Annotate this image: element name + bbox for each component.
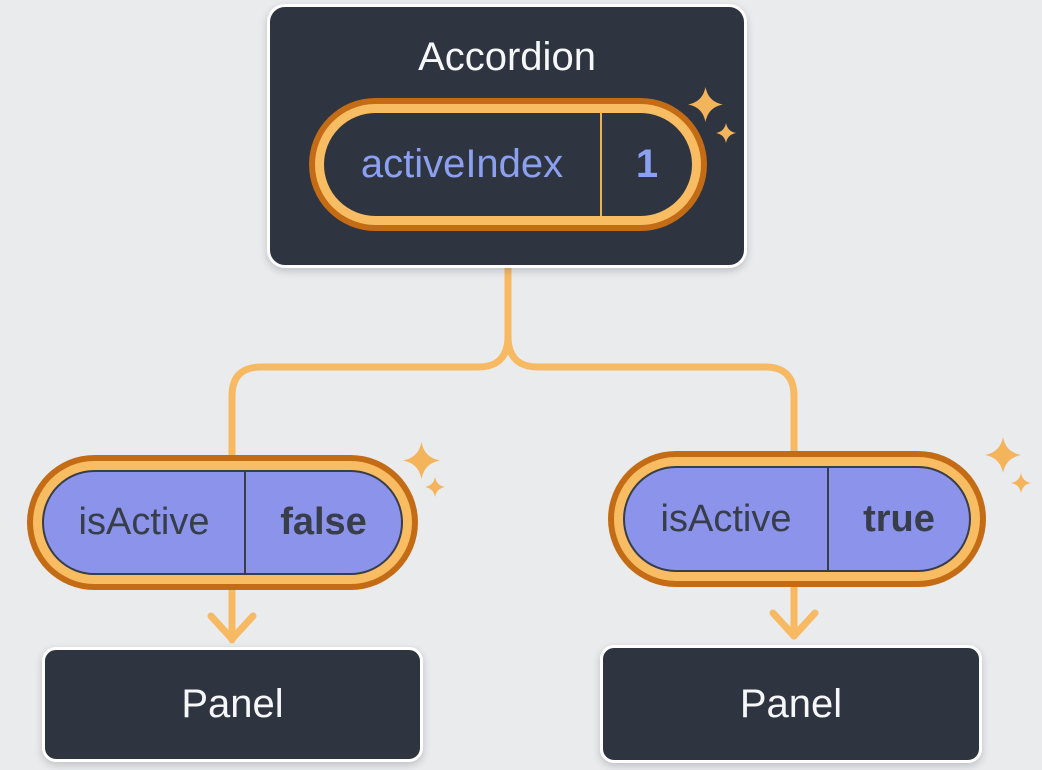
prop-pill-isactive-left: isActive false — [42, 470, 403, 575]
arrowhead-right-icon — [769, 609, 819, 640]
state-value: 1 — [635, 142, 659, 186]
sparkle-icon — [716, 123, 736, 143]
accordion-card-title: Accordion — [418, 35, 596, 79]
sparkle-icon — [985, 437, 1021, 473]
connector-left-branch — [228, 264, 512, 644]
prop-pill-divider — [827, 468, 829, 570]
state-label: activeIndex — [360, 142, 564, 186]
connector-right-branch — [504, 264, 798, 640]
panel-card-left: Panel — [42, 647, 423, 762]
arrowhead-left-icon — [207, 612, 257, 643]
sparkle-icon — [688, 87, 723, 122]
sparkle-icon — [425, 477, 445, 497]
prop-label: isActive — [660, 497, 792, 540]
prop-pill-divider — [244, 472, 246, 573]
prop-pill-isactive-right: isActive true — [623, 466, 971, 572]
state-pill-activeindex: activeIndex 1 — [315, 104, 701, 225]
prop-value: false — [280, 501, 367, 543]
prop-value: true — [863, 497, 935, 540]
sparkle-icon — [403, 442, 440, 479]
sparkle-icon — [1011, 473, 1031, 493]
panel-card-right: Panel — [600, 645, 982, 763]
prop-label: isActive — [78, 501, 210, 543]
state-pill-divider — [600, 113, 602, 216]
